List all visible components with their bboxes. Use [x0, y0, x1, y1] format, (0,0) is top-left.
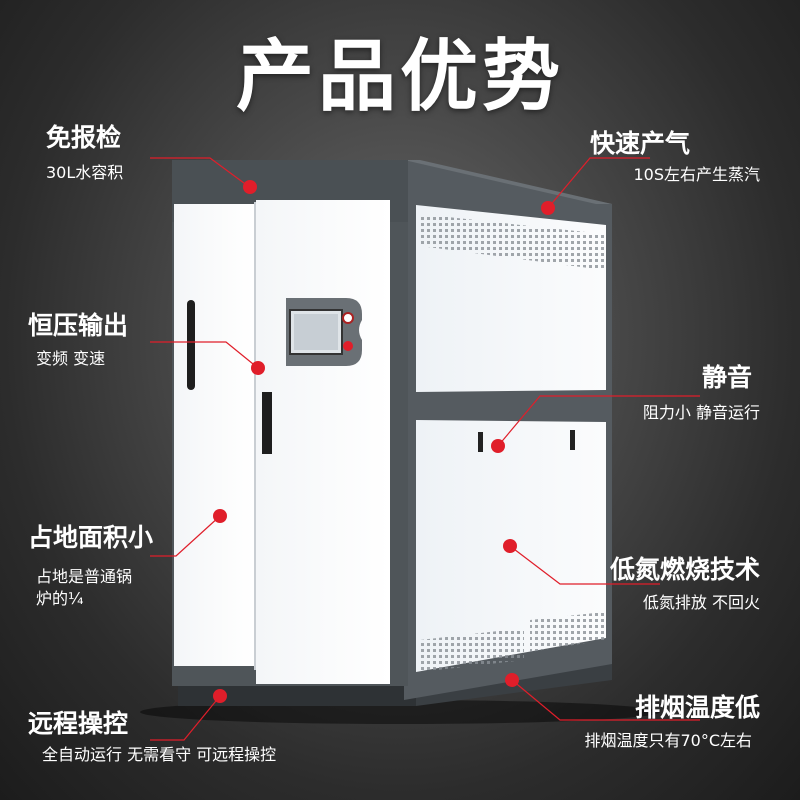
feature-desc-no-inspection: 30L水容积: [46, 163, 124, 182]
emergency-stop-icon: [342, 312, 354, 324]
feature-desc-fast-steam: 10S左右产生蒸汽: [633, 165, 760, 184]
feature-title-silent: 静音: [701, 363, 752, 392]
feature-desc-small-footprint-2: 炉的¼: [36, 589, 84, 608]
vent-upper: [420, 214, 604, 270]
vent-lower-left: [420, 628, 524, 672]
vent-lower-right: [530, 612, 604, 652]
callout-lines: [150, 157, 700, 741]
callout-dots: [213, 180, 555, 703]
feature-desc-low-exhaust: 排烟温度只有70°C左右: [584, 731, 752, 750]
feature-title-small-footprint: 占地面积小: [28, 523, 154, 552]
feature-title-remote-control: 远程操控: [28, 709, 129, 738]
feature-title-fast-steam: 快速产气: [589, 129, 690, 158]
left-door-handle: [187, 300, 195, 390]
feature-title-constant-pressure: 恒压输出: [28, 311, 129, 340]
feature-title-low-nitrogen: 低氮燃烧技术: [609, 555, 760, 584]
side-slot-left: [478, 432, 483, 452]
power-button-icon: [343, 341, 353, 351]
feature-desc-constant-pressure: 变频 变速: [36, 349, 106, 368]
feature-desc-low-nitrogen: 低氮排放 不回火: [642, 593, 760, 612]
right-door: [256, 200, 390, 684]
side-slot-right: [570, 430, 575, 450]
right-door-handle: [262, 392, 272, 454]
feature-title-no-inspection: 免报检: [46, 123, 122, 152]
feature-desc-remote-control: 全自动运行 无需看守 可远程操控: [42, 745, 277, 764]
page-title: 产品优势: [235, 32, 564, 122]
left-door: [174, 204, 254, 666]
feature-desc-silent: 阻力小 静音运行: [642, 403, 760, 422]
feature-desc-small-footprint-1: 占地是普通锅: [36, 567, 133, 586]
feature-title-low-exhaust: 排烟温度低: [634, 693, 760, 722]
